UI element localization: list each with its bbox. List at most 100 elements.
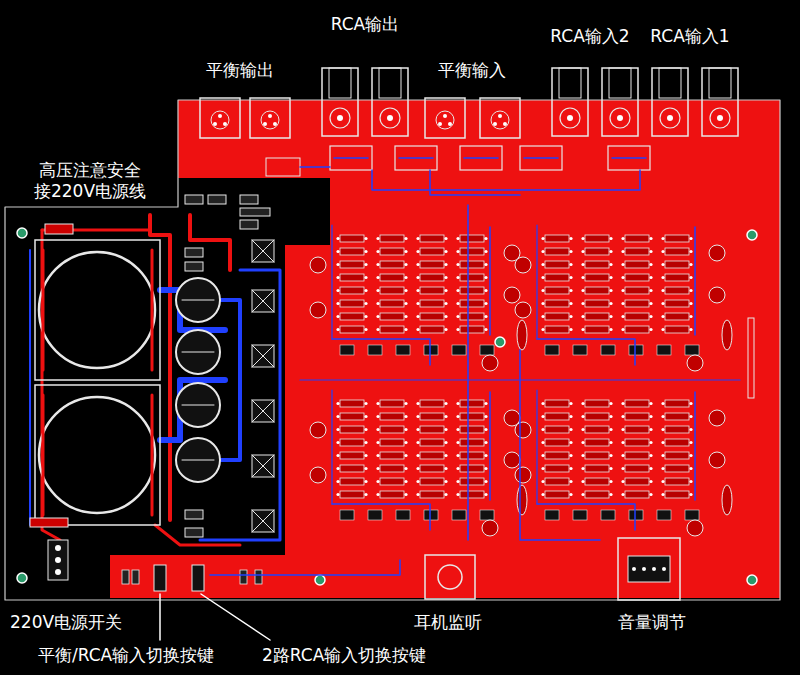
resistor-pad	[444, 428, 447, 431]
resistor-pad	[661, 480, 664, 483]
resistor-pad	[621, 302, 624, 305]
transistor	[340, 345, 354, 355]
rca-socket	[660, 108, 680, 128]
resistor	[380, 261, 404, 268]
resistor-pad	[569, 480, 572, 483]
small-part	[185, 262, 203, 271]
xlr-jack	[250, 98, 290, 138]
electrolytic-capacitor	[482, 355, 498, 371]
resistor-pad	[661, 454, 664, 457]
resistor-pad	[569, 493, 572, 496]
xlr-jack	[200, 98, 240, 138]
resistor-pad	[689, 289, 692, 292]
rectifier	[252, 510, 274, 532]
resistor	[380, 287, 404, 294]
transistor	[573, 345, 587, 355]
resistor	[625, 287, 649, 294]
resistor-pad	[364, 428, 367, 431]
resistor	[340, 426, 364, 433]
resistor-pad	[541, 428, 544, 431]
resistor	[545, 300, 569, 307]
resistor	[420, 274, 444, 281]
resistor	[545, 465, 569, 472]
resistor-pad	[444, 315, 447, 318]
resistor-pad	[364, 263, 367, 266]
resistor-pad	[416, 315, 419, 318]
resistor-pad	[416, 250, 419, 253]
resistor	[460, 400, 484, 407]
resistor-pad	[484, 467, 487, 470]
resistor-pad	[569, 467, 572, 470]
xlr-pin	[273, 122, 277, 126]
resistor-pad	[404, 480, 407, 483]
resistor	[460, 300, 484, 307]
electrolytic-capacitor	[515, 467, 531, 483]
resistor-pad	[569, 415, 572, 418]
small-part	[185, 528, 203, 537]
resistor-pad	[661, 328, 664, 331]
resistor	[545, 452, 569, 459]
resistor-pad	[444, 328, 447, 331]
resistor	[340, 439, 364, 446]
port-label: RCA输入1	[650, 26, 729, 47]
resistor	[585, 248, 609, 255]
resistor-pad	[609, 467, 612, 470]
resistor-pad	[649, 402, 652, 405]
resistor-pad	[609, 250, 612, 253]
resistor	[625, 400, 649, 407]
rectifier-mark	[252, 290, 274, 312]
resistor-pad	[456, 263, 459, 266]
resistor	[665, 413, 689, 420]
resistor	[585, 274, 609, 281]
headphone-socket	[438, 565, 462, 589]
signal-trace	[520, 350, 600, 540]
resistor	[420, 235, 444, 242]
resistor-pad	[336, 276, 339, 279]
button-label: 2路RCA输入切换按键	[262, 645, 426, 666]
resistor-pad	[581, 441, 584, 444]
volume-pot-body	[628, 556, 670, 582]
resistor-pad	[649, 250, 652, 253]
resistor-pad	[661, 415, 664, 418]
xlr-pin	[223, 122, 227, 126]
relay	[330, 146, 372, 170]
rectifier-mark	[252, 510, 274, 532]
resistor	[460, 235, 484, 242]
resistor-pad	[416, 237, 419, 240]
signal-trace	[430, 170, 520, 195]
signal-trace	[467, 205, 469, 540]
resistor	[380, 491, 404, 498]
resistor	[585, 261, 609, 268]
electrolytic-capacitor	[310, 257, 326, 273]
resistor-pad	[649, 428, 652, 431]
resistor-pad	[376, 441, 379, 444]
electrolytic-capacitor	[709, 452, 725, 468]
resistor	[545, 426, 569, 433]
resistor-pad	[416, 328, 419, 331]
resistor-pad	[649, 480, 652, 483]
resistor-pad	[689, 263, 692, 266]
transistor	[657, 510, 671, 520]
signal-trace	[331, 225, 332, 339]
port-label: RCA输出	[331, 14, 399, 35]
resistor-pad	[364, 454, 367, 457]
resistor	[585, 300, 609, 307]
resistor-pad	[404, 263, 407, 266]
resistor	[380, 413, 404, 420]
resistor-pad	[689, 441, 692, 444]
transistor	[480, 510, 494, 520]
resistor	[585, 426, 609, 433]
xlr-pin	[218, 114, 222, 118]
pcb	[5, 68, 780, 640]
signal-trace	[300, 379, 740, 380]
rca-socket	[330, 108, 350, 128]
resistor-pad	[649, 441, 652, 444]
resistor	[665, 261, 689, 268]
resistor	[420, 300, 444, 307]
resistor	[340, 274, 364, 281]
transistor	[629, 345, 643, 355]
resistor-pad	[364, 328, 367, 331]
rca-barrel	[329, 68, 351, 98]
resistor	[460, 261, 484, 268]
pot-pin	[632, 567, 636, 571]
